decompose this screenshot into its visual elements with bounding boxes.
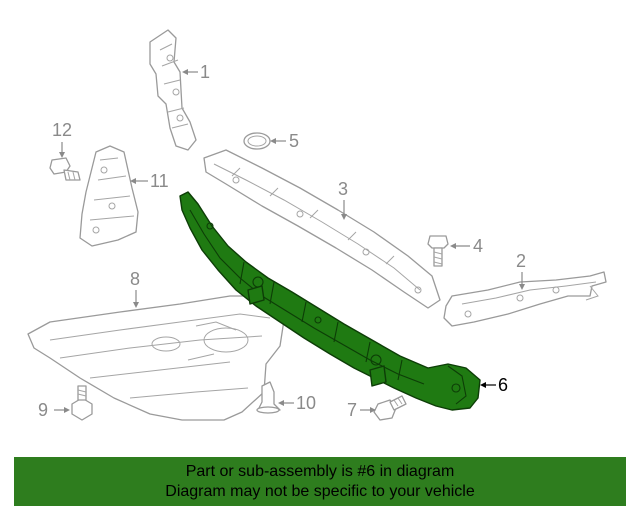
banner-line-2: Diagram may not be specific to your vehi…: [165, 482, 475, 500]
svg-text:8: 8: [130, 269, 140, 289]
part-10-clip[interactable]: [256, 381, 281, 414]
callout-8: 8: [130, 269, 140, 308]
callout-6: 6: [480, 375, 508, 395]
callout-11: 11: [130, 171, 169, 191]
part-9-bolt[interactable]: [71, 385, 93, 421]
svg-text:6: 6: [498, 375, 508, 395]
part-11-shield[interactable]: [79, 145, 139, 247]
banner-line-1: Part or sub-assembly is #6 in diagram: [185, 462, 455, 480]
svg-text:5: 5: [289, 131, 299, 151]
part-8-under-cover[interactable]: [27, 295, 285, 421]
svg-text:12: 12: [52, 120, 72, 140]
parts-diagram: 1 5 3 4: [27, 29, 607, 421]
callout-2: 2: [516, 251, 526, 290]
part-12-bolt[interactable]: [49, 157, 81, 181]
svg-text:2: 2: [516, 251, 526, 271]
info-banner: Part or sub-assembly is #6 in diagram Di…: [14, 457, 626, 506]
callout-10: 10: [278, 393, 316, 413]
callout-1: 1: [182, 62, 210, 82]
callout-5: 5: [270, 131, 299, 151]
svg-text:4: 4: [473, 236, 483, 256]
svg-text:7: 7: [347, 400, 357, 420]
svg-text:9: 9: [38, 400, 48, 420]
svg-text:3: 3: [338, 179, 348, 199]
callout-7: 7: [347, 400, 376, 420]
svg-text:11: 11: [150, 171, 169, 191]
callout-9: 9: [38, 400, 70, 420]
part-7-bolt[interactable]: [373, 395, 407, 421]
part-4-bolt[interactable]: [427, 235, 449, 267]
part-1-bracket[interactable]: [149, 29, 197, 151]
callout-4: 4: [450, 236, 483, 256]
svg-text:1: 1: [200, 62, 210, 82]
callout-3: 3: [338, 179, 348, 220]
part-3-upper-member[interactable]: [203, 149, 441, 309]
callout-12: 12: [52, 120, 72, 158]
svg-text:10: 10: [296, 393, 316, 413]
part-2-side-bracket[interactable]: [443, 271, 607, 327]
part-5-ring[interactable]: [243, 132, 271, 150]
part-6-lower-support-member[interactable]: [179, 191, 481, 411]
